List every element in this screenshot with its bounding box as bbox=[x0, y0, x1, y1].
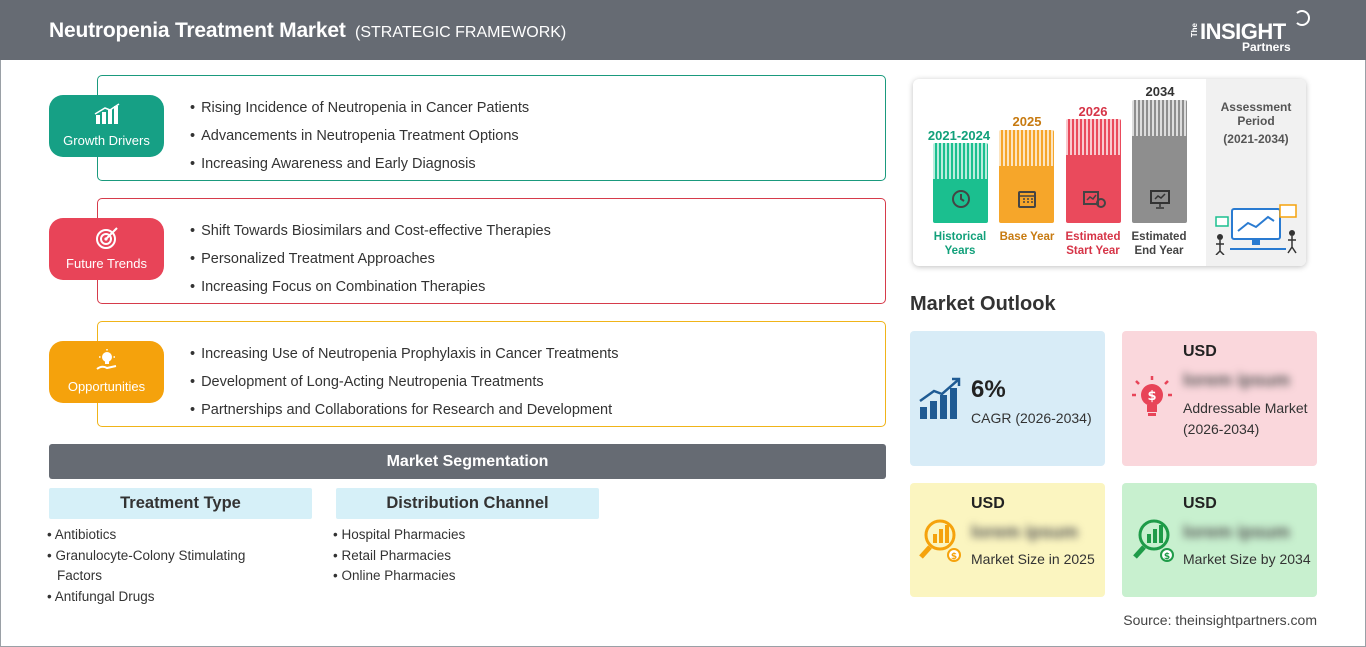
list-item: Partnerships and Collaborations for Rese… bbox=[190, 396, 619, 424]
future-trends-list: Shift Towards Biosimilars and Cost-effec… bbox=[190, 217, 551, 301]
growth-drivers-badge: Growth Drivers bbox=[49, 95, 164, 157]
base-year-bar bbox=[999, 130, 1054, 223]
list-item: Hospital Pharmacies bbox=[333, 525, 583, 546]
target-icon bbox=[49, 226, 164, 255]
future-trends-label: Future Trends bbox=[66, 256, 147, 271]
source-citation[interactable]: Source: theinsightpartners.com bbox=[1123, 612, 1317, 628]
header-bar: Neutropenia Treatment Market (STRATEGIC … bbox=[0, 0, 1366, 60]
svg-text:$: $ bbox=[1164, 552, 1170, 562]
assessment-period-title: Assessment Period bbox=[1220, 100, 1292, 128]
market-size-2034-tile: $ USD lorem ipsum Market Size by 2034 bbox=[1122, 483, 1317, 597]
opportunities-list: Increasing Use of Neutropenia Prophylaxi… bbox=[190, 340, 619, 424]
historical-years-caption: Historical Years bbox=[933, 231, 987, 257]
market-size-2025-tile: $ USD lorem ipsum Market Size in 2025 bbox=[910, 483, 1105, 597]
future-trends-card: Shift Towards Biosimilars and Cost-effec… bbox=[97, 198, 886, 304]
bar-stripes bbox=[1066, 119, 1121, 155]
addressable-label: Addressable Market (2026-2034) bbox=[1183, 400, 1308, 437]
list-item: Granulocyte-Colony Stimulating Factors bbox=[47, 546, 292, 587]
size2025-value-blurred: lorem ipsum bbox=[971, 522, 1079, 542]
page-title: Neutropenia Treatment Market bbox=[49, 19, 346, 42]
magnifier-growth-icon: $ bbox=[1130, 517, 1174, 562]
cagr-value: 6% bbox=[971, 376, 1006, 403]
treatment-type-list: Antibiotics Granulocyte-Colony Stimulati… bbox=[47, 525, 292, 607]
logo-swoosh-icon bbox=[1294, 10, 1310, 26]
size2034-value-blurred: lorem ipsum bbox=[1183, 522, 1291, 542]
estimated-start-year-bar bbox=[1066, 119, 1121, 223]
list-item: Advancements in Neutropenia Treatment Op… bbox=[190, 122, 529, 150]
size2025-currency: USD bbox=[971, 495, 1005, 512]
market-outlook-title: Market Outlook bbox=[910, 293, 1056, 315]
size2034-currency: USD bbox=[1183, 495, 1217, 512]
bar-stripes bbox=[933, 143, 988, 179]
estimated-start-year-caption: Estimated Start Year bbox=[1065, 231, 1121, 257]
assessment-period-box: Assessment Period (2021-2034) bbox=[1206, 79, 1306, 266]
logo-partners: Partners bbox=[1242, 40, 1291, 54]
magnifier-chart-icon: $ bbox=[918, 517, 962, 562]
list-item: Online Pharmacies bbox=[333, 566, 583, 587]
svg-text:$: $ bbox=[951, 552, 957, 562]
lightbulb-dollar-icon: $ bbox=[1130, 375, 1174, 419]
logo-the: The bbox=[1190, 23, 1199, 38]
estimated-end-year-caption: Estimated End Year bbox=[1131, 231, 1187, 257]
start-year-label: 2026 bbox=[1078, 104, 1108, 119]
page-subtitle: (STRATEGIC FRAMEWORK) bbox=[355, 24, 567, 41]
list-item: Development of Long-Acting Neutropenia T… bbox=[190, 368, 619, 396]
end-year-label: 2034 bbox=[1145, 84, 1175, 99]
distribution-channel-list: Hospital Pharmacies Retail Pharmacies On… bbox=[333, 525, 583, 587]
list-item: Shift Towards Biosimilars and Cost-effec… bbox=[190, 217, 551, 245]
bar-stripes bbox=[1132, 100, 1187, 136]
opportunities-card: Increasing Use of Neutropenia Prophylaxi… bbox=[97, 321, 886, 427]
bar-stripes bbox=[999, 130, 1054, 166]
estimated-end-year-bar bbox=[1132, 100, 1187, 223]
market-segmentation-bar: Market Segmentation bbox=[49, 444, 886, 479]
cagr-label: CAGR (2026-2034) bbox=[971, 410, 1092, 426]
list-item: Antibiotics bbox=[47, 525, 292, 546]
analytics-illustration-icon bbox=[1210, 197, 1302, 260]
list-item: Antifungal Drugs bbox=[47, 587, 292, 608]
svg-text:$: $ bbox=[1147, 389, 1156, 404]
opportunities-badge: Opportunities bbox=[49, 341, 164, 403]
history-clock-icon bbox=[933, 188, 988, 215]
insight-partners-logo[interactable]: The INSIGHT Partners bbox=[1190, 10, 1320, 54]
growth-drivers-card: Rising Incidence of Neutropenia in Cance… bbox=[97, 75, 886, 181]
addressable-value-blurred: lorem ipsum bbox=[1183, 370, 1291, 390]
bar-chart-up-icon bbox=[49, 103, 164, 130]
size2025-label: Market Size in 2025 bbox=[971, 551, 1095, 567]
list-item: Personalized Treatment Approaches bbox=[190, 245, 551, 273]
distribution-channel-heading: Distribution Channel bbox=[336, 488, 599, 519]
base-year-label: 2025 bbox=[1012, 114, 1042, 129]
presentation-board-icon bbox=[1132, 188, 1187, 215]
historical-year-label: 2021-2024 bbox=[927, 128, 991, 143]
size2034-label: Market Size by 2034 bbox=[1183, 551, 1311, 567]
lightbulb-hand-icon bbox=[49, 349, 164, 378]
future-trends-badge: Future Trends bbox=[49, 218, 164, 280]
cagr-tile: 6% CAGR (2026-2034) bbox=[910, 331, 1105, 466]
logo-insight: INSIGHT bbox=[1200, 19, 1286, 44]
addressable-currency: USD bbox=[1183, 343, 1217, 360]
list-item: Increasing Use of Neutropenia Prophylaxi… bbox=[190, 340, 618, 368]
treatment-type-heading: Treatment Type bbox=[49, 488, 312, 519]
opportunities-label: Opportunities bbox=[67, 379, 146, 394]
growth-bars-icon bbox=[918, 375, 962, 419]
base-year-caption: Base Year bbox=[999, 231, 1055, 243]
growth-drivers-label: Growth Drivers bbox=[63, 133, 150, 148]
assessment-period-range: (2021-2034) bbox=[1223, 132, 1289, 146]
addressable-market-tile: $ USD lorem ipsum Addressable Market (20… bbox=[1122, 331, 1317, 466]
historical-years-bar bbox=[933, 143, 988, 223]
growth-drivers-list: Rising Incidence of Neutropenia in Cance… bbox=[190, 94, 529, 178]
list-item: Increasing Focus on Combination Therapie… bbox=[190, 273, 551, 301]
calendar-icon bbox=[999, 188, 1054, 215]
list-item: Increasing Awareness and Early Diagnosis bbox=[190, 150, 529, 178]
list-item: Rising Incidence of Neutropenia in Cance… bbox=[190, 94, 529, 122]
list-item: Retail Pharmacies bbox=[333, 546, 583, 567]
gear-chart-icon bbox=[1066, 188, 1121, 215]
